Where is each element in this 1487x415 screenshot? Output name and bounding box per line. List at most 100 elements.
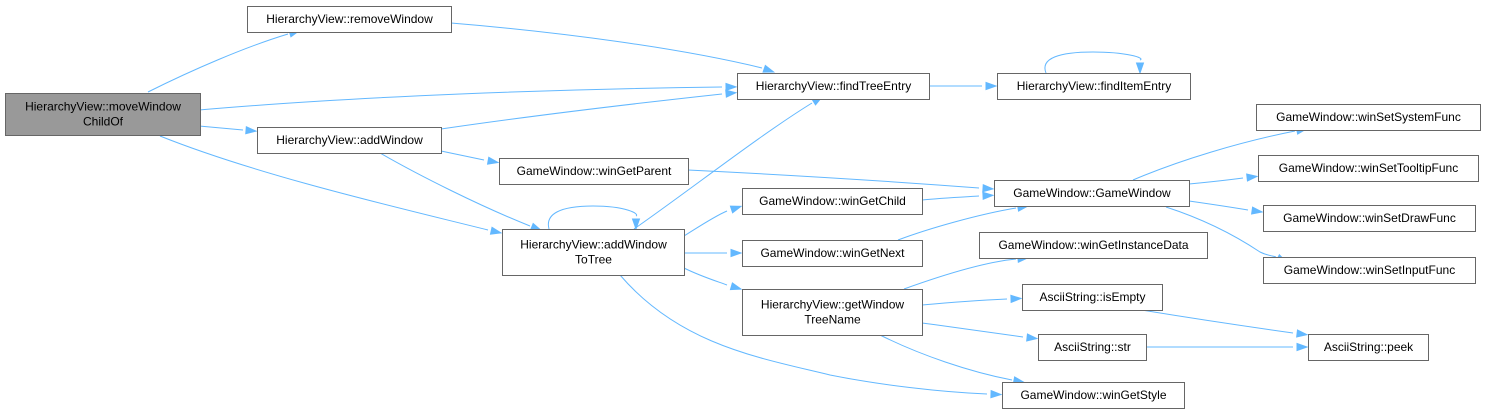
edge-getWindowTreeName-to-winGetStyle (879, 334, 1013, 381)
node-label-line: GameWindow::winSetSystemFunc (1276, 110, 1461, 124)
edge-addWindowToTree-to-findTreeEntry (633, 102, 813, 230)
node-label-line: HierarchyView::findItemEntry (1017, 79, 1172, 93)
arrowhead-getWindowTreeName-to-str (1026, 333, 1039, 342)
node-box (737, 73, 930, 100)
node-label-line: HierarchyView::moveWindow (25, 100, 181, 114)
edge-removeWindow-to-findTreeEntry (450, 22, 763, 69)
edge-addWindowToTree-to-getWindowTreeName (683, 267, 728, 286)
edge-gameWindowCtor-to-winSetTooltipFunc (1188, 177, 1244, 185)
node-isEmpty[interactable]: AsciiString::isEmpty (1022, 284, 1163, 311)
node-findTreeEntry[interactable]: HierarchyView::findTreeEntry (737, 73, 930, 100)
arrowhead-gameWindowCtor-to-winSetTooltipFunc (1246, 173, 1259, 182)
edge-moveWindowChildOf-to-addWindow (198, 125, 244, 131)
edge-findItemEntry-to-findItemEntry (1044, 51, 1142, 74)
node-box (1002, 382, 1185, 409)
node-str[interactable]: AsciiString::str (1038, 334, 1147, 361)
edge-gameWindowCtor-to-winSetInputFunc (1165, 206, 1277, 258)
node-label-line: HierarchyView::removeWindow (266, 12, 433, 26)
node-box (742, 240, 923, 267)
node-label-line: HierarchyView::findTreeEntry (756, 79, 911, 93)
node-label-line: HierarchyView::getWindow (761, 298, 905, 312)
edge-winGetParent-to-gameWindowCtor (687, 169, 980, 189)
nodes-layer: HierarchyView::moveWindowChildOfHierarch… (5, 6, 1481, 409)
arrowhead-winGetParent-to-gameWindowCtor (982, 184, 995, 193)
edges-layer (147, 22, 1309, 399)
arrowhead-moveWindowChildOf-to-addWindow (245, 126, 258, 135)
node-label-line: GameWindow::winGetParent (517, 164, 672, 178)
edge-moveWindowChildOf-to-findTreeEntry (198, 86, 723, 111)
node-winSetTooltipFunc[interactable]: GameWindow::winSetTooltipFunc (1258, 155, 1479, 182)
edge-winGetNext-to-gameWindowCtor (897, 207, 1017, 241)
node-box (1022, 284, 1163, 311)
edge-gameWindowCtor-to-winSetDrawFunc (1188, 200, 1249, 211)
edge-addWindowToTree-to-winGetChild (683, 210, 728, 237)
node-winSetDrawFunc[interactable]: GameWindow::winSetDrawFunc (1263, 205, 1476, 232)
node-addWindow[interactable]: HierarchyView::addWindow (257, 127, 442, 154)
arrowhead-findTreeEntry-to-findItemEntry (985, 81, 998, 91)
node-box (1263, 205, 1476, 232)
edge-moveWindowChildOf-to-removeWindow (147, 33, 289, 93)
node-label-line: ChildOf (83, 115, 124, 129)
node-gameWindowCtor[interactable]: GameWindow::GameWindow (994, 180, 1190, 207)
node-winGetChild[interactable]: GameWindow::winGetChild (742, 188, 923, 215)
arrowhead-addWindow-to-winGetParent (486, 156, 500, 165)
edge-getWindowTreeName-to-str (921, 322, 1024, 338)
node-label-line: GameWindow::winGetStyle (1020, 388, 1166, 402)
arrowhead-addWindowToTree-to-winGetChild (729, 205, 743, 214)
node-label-line: GameWindow::winGetNext (760, 246, 905, 260)
arrowhead-gameWindowCtor-to-winSetDrawFunc (1251, 206, 1264, 215)
node-box (742, 188, 923, 215)
node-label-line: TreeName (804, 313, 861, 327)
arrowhead-addWindowToTree-to-winGetStyle (990, 389, 1003, 399)
node-label-line: GameWindow::winSetInputFunc (1284, 263, 1455, 277)
node-label-line: AsciiString::isEmpty (1039, 290, 1145, 304)
edge-addWindow-to-addWindowToTree (379, 152, 531, 227)
node-findItemEntry[interactable]: HierarchyView::findItemEntry (997, 73, 1191, 100)
node-box (257, 127, 442, 154)
node-label-line: GameWindow::winSetDrawFunc (1283, 211, 1456, 225)
edge-winGetChild-to-gameWindowCtor (921, 195, 980, 201)
edge-getWindowTreeName-to-isEmpty (921, 298, 1008, 306)
node-box (742, 289, 923, 336)
node-box (499, 158, 689, 185)
arrowhead-moveWindowChildOf-to-findTreeEntry (725, 82, 738, 92)
arrowhead-moveWindowChildOf-to-addWindowToTree (489, 226, 503, 235)
arrowhead-str-to-peek (1296, 342, 1309, 352)
node-label-line: AsciiString::peek (1324, 340, 1414, 354)
node-peek[interactable]: AsciiString::peek (1308, 334, 1429, 361)
node-winGetNext[interactable]: GameWindow::winGetNext (742, 240, 923, 267)
edge-addWindowToTree-to-addWindowToTree (547, 205, 638, 230)
arrowhead-addWindowToTree-to-getWindowTreeName (729, 282, 743, 291)
node-winGetParent[interactable]: GameWindow::winGetParent (499, 158, 689, 185)
node-box (997, 73, 1191, 100)
arrowhead-addWindow-to-findTreeEntry (725, 89, 738, 98)
node-removeWindow[interactable]: HierarchyView::removeWindow (247, 6, 452, 33)
node-label-line: AsciiString::str (1054, 340, 1131, 354)
edge-addWindow-to-findTreeEntry (440, 93, 723, 130)
node-box (994, 180, 1190, 207)
node-winSetSystemFunc[interactable]: GameWindow::winSetSystemFunc (1256, 104, 1481, 131)
node-box (1258, 155, 1479, 182)
edge-getWindowTreeName-to-winGetInstanceData (903, 258, 1017, 290)
node-box (1308, 334, 1429, 361)
arrowhead-addWindowToTree-to-addWindowToTree (631, 218, 641, 231)
node-label-line: GameWindow::winSetTooltipFunc (1279, 161, 1458, 175)
edge-isEmpty-to-peek (1134, 308, 1294, 334)
node-winSetInputFunc[interactable]: GameWindow::winSetInputFunc (1263, 257, 1476, 284)
node-box (247, 6, 452, 33)
arrowhead-winGetChild-to-gameWindowCtor (982, 191, 995, 201)
node-box (979, 232, 1208, 259)
node-winGetInstanceData[interactable]: GameWindow::winGetInstanceData (979, 232, 1208, 259)
node-box (1263, 257, 1476, 284)
node-label-line: ToTree (575, 253, 612, 267)
node-label-line: GameWindow::GameWindow (1013, 186, 1171, 200)
arrowhead-addWindowToTree-to-winGetNext (730, 248, 743, 258)
node-label-line: GameWindow::winGetChild (759, 194, 906, 208)
edge-addWindowToTree-to-winGetStyle (619, 274, 988, 395)
arrowhead-removeWindow-to-findTreeEntry (762, 64, 776, 73)
node-winGetStyle[interactable]: GameWindow::winGetStyle (1002, 382, 1185, 409)
